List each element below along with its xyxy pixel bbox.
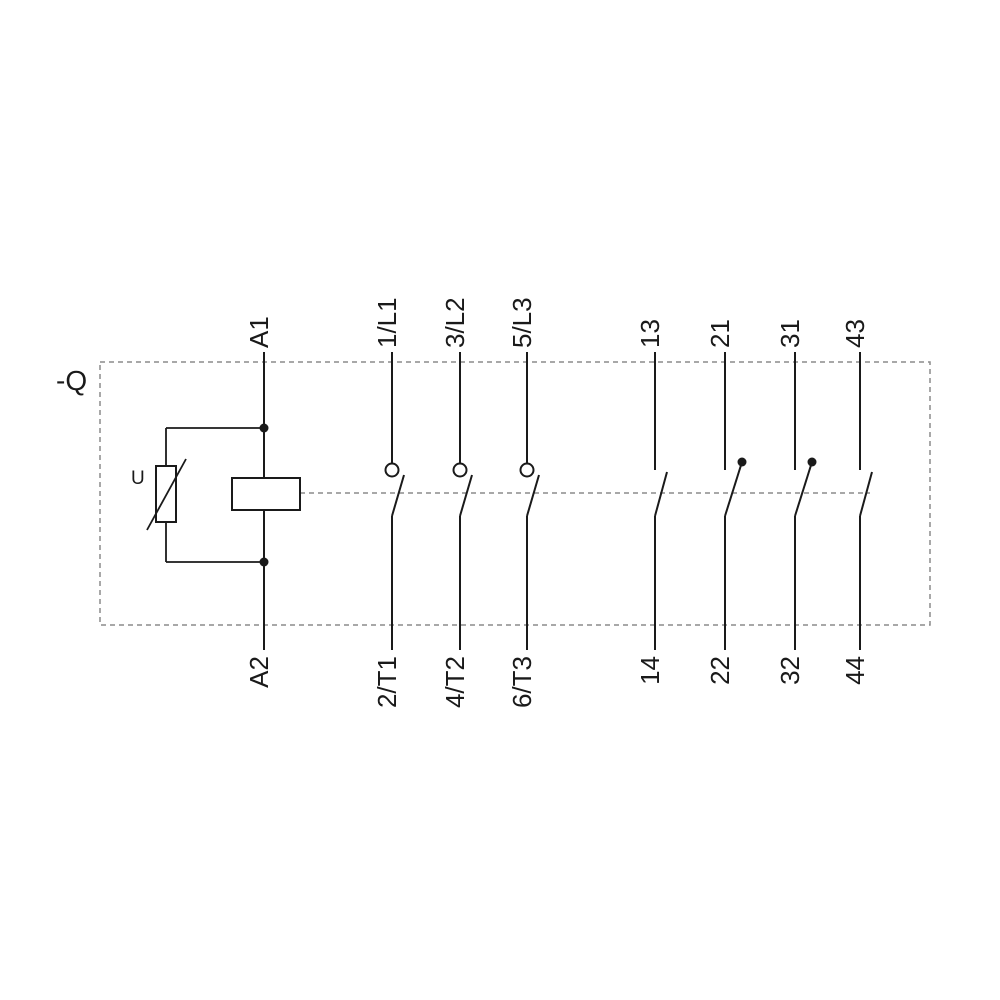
fixed-contact-circle — [452, 462, 468, 478]
contact-blade — [526, 474, 540, 517]
device-label: -Q — [56, 365, 87, 396]
terminal-label-13: 13 — [635, 319, 665, 348]
terminal-label-3l2: 3/L2 — [440, 297, 470, 348]
terminal-label-a1: A1 — [244, 316, 274, 348]
terminal-label-5l3: 5/L3 — [507, 297, 537, 348]
aux-contact-31-32: 31 32 — [775, 319, 817, 685]
varistor-label: U — [131, 468, 145, 489]
contact-blade — [794, 461, 813, 517]
terminal-label-14: 14 — [635, 656, 665, 685]
coil-symbol — [231, 477, 301, 511]
main-contact-5l3-6t3: 5/L3 6/T3 — [507, 297, 540, 708]
fixed-contact-circle — [519, 462, 535, 478]
fixed-contact-circle — [384, 462, 400, 478]
main-contact-1l1-2t1: 1/L1 2/T1 — [372, 297, 405, 708]
terminal-label-1l1: 1/L1 — [372, 297, 402, 348]
terminal-label-4t2: 4/T2 — [440, 656, 470, 708]
main-contact-3l2-4t2: 3/L2 4/T2 — [440, 297, 473, 708]
aux-contact-21-22: 21 22 — [705, 319, 747, 685]
terminal-label-44: 44 — [840, 656, 870, 685]
device-boundary — [99, 361, 931, 626]
aux-contact-43-44: 43 44 — [840, 319, 873, 685]
coil-circuit: A1 A2 U — [131, 316, 301, 688]
varistor-slash — [146, 458, 187, 531]
terminal-label-6t3: 6/T3 — [507, 656, 537, 708]
terminal-label-32: 32 — [775, 656, 805, 685]
terminal-label-21: 21 — [705, 319, 735, 348]
contact-blade — [859, 471, 873, 517]
contact-blade — [459, 474, 473, 517]
terminal-label-2t1: 2/T1 — [372, 656, 402, 708]
aux-contact-13-14: 13 14 — [635, 319, 668, 685]
terminal-label-22: 22 — [705, 656, 735, 685]
contact-blade — [654, 471, 668, 517]
contact-blade — [724, 461, 743, 517]
terminal-label-a2: A2 — [244, 656, 274, 688]
varistor-branch: U — [131, 427, 264, 563]
terminal-label-43: 43 — [840, 319, 870, 348]
contact-blade — [391, 474, 405, 517]
terminal-label-31: 31 — [775, 319, 805, 348]
